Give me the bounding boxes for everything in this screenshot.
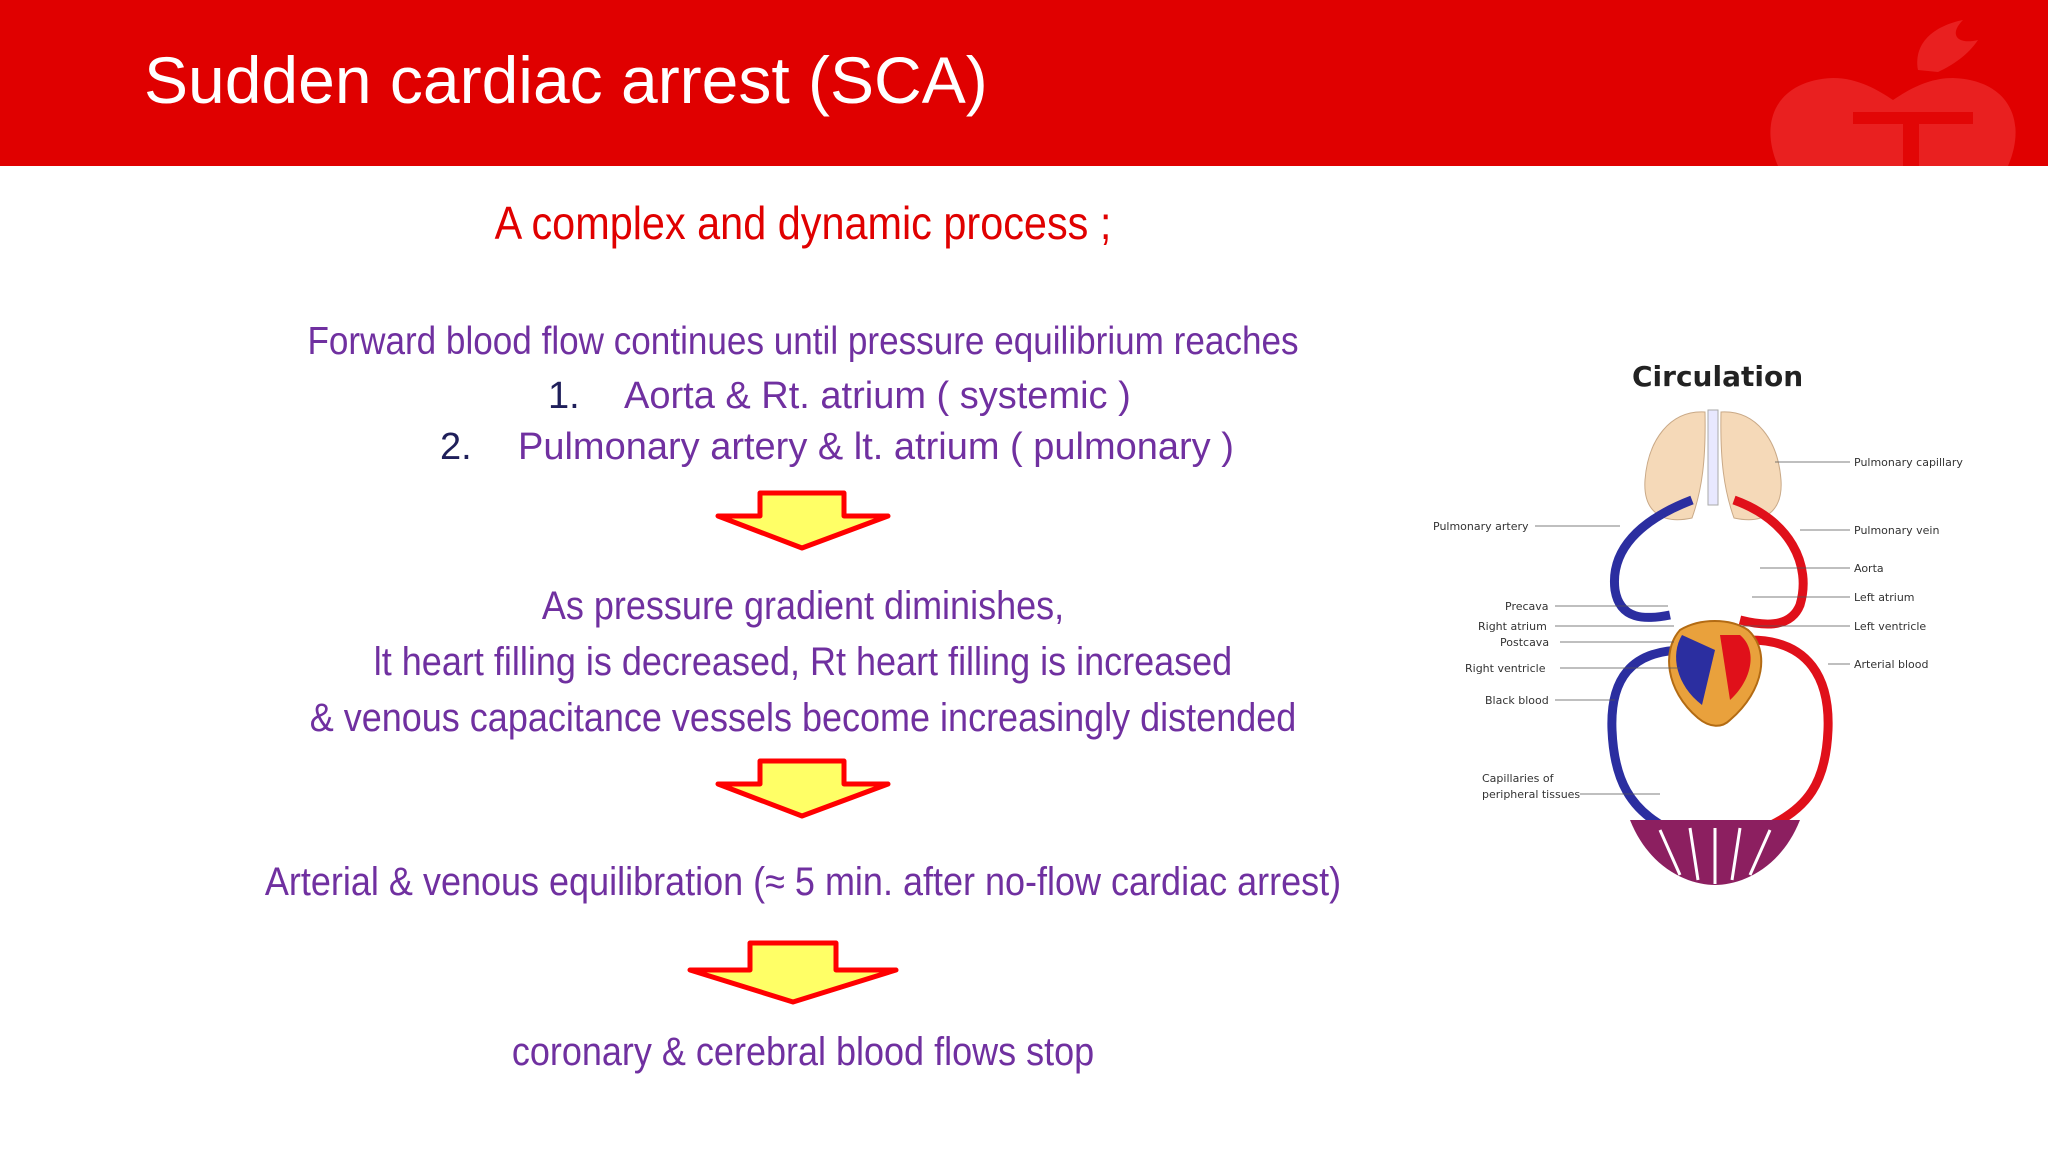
label-pulmonary-vein: Pulmonary vein: [1854, 524, 1939, 537]
pulmonary-artery-vessel: [1609, 495, 1694, 622]
label-aorta: Aorta: [1854, 562, 1884, 575]
down-arrow-icon: [715, 758, 891, 819]
postcava-vessel: [1607, 645, 1686, 835]
circulation-diagram: Pulmonary artery Precava Right atrium Po…: [1433, 409, 1963, 885]
title-banner: Sudden cardiac arrest (SCA): [0, 0, 2048, 166]
label-pulmonary-artery: Pulmonary artery: [1433, 520, 1529, 533]
left-heart-icon: [1720, 635, 1751, 700]
list-number: 2.: [440, 426, 472, 468]
label-arterial-blood: Arterial blood: [1854, 658, 1928, 671]
right-heart-icon: [1676, 635, 1715, 705]
label-precava: Precava: [1505, 600, 1549, 613]
label-right-atrium: Right atrium: [1478, 620, 1547, 633]
pulmonary-vein-vessel: [1732, 495, 1808, 629]
heart-torch-logo-icon: [1770, 20, 2016, 166]
label-pulmonary-capillary: Pulmonary capillary: [1854, 456, 1963, 469]
gradient-line: lt heart filling is decreased, Rt heart …: [373, 640, 1233, 684]
label-black-blood: Black blood: [1485, 694, 1549, 707]
gradient-text-block: As pressure gradient diminishes, lt hear…: [80, 578, 1525, 746]
label-peripheral-tissues: peripheral tissues: [1482, 788, 1580, 801]
diagram-title: Circulation: [1632, 360, 1804, 393]
forward-flow-text: Forward blood flow continues until press…: [307, 320, 1299, 363]
down-arrow-icon: [715, 490, 891, 551]
label-right-ventricle: Right ventricle: [1465, 662, 1546, 675]
label-postcava: Postcava: [1500, 636, 1549, 649]
list-item-systemic: Aorta & Rt. atrium ( systemic ): [624, 375, 1131, 417]
slide-subtitle: A complex and dynamic process ;: [494, 197, 1112, 249]
equilibration-text: Arterial & venous equilibration (≈ 5 min…: [264, 860, 1342, 904]
list-number: 1.: [548, 375, 580, 417]
label-left-atrium: Left atrium: [1854, 591, 1915, 604]
down-arrow-icon: [687, 940, 899, 1005]
right-lung-icon: [1720, 411, 1782, 521]
gradient-line: & venous capacitance vessels become incr…: [309, 696, 1297, 740]
slide-title: Sudden cardiac arrest (SCA): [144, 43, 988, 117]
final-text: coronary & cerebral blood flows stop: [511, 1030, 1095, 1074]
gradient-line: As pressure gradient diminishes,: [541, 584, 1065, 628]
trachea-icon: [1707, 409, 1719, 506]
aorta-vessel: [1749, 635, 1833, 835]
label-left-ventricle: Left ventricle: [1854, 620, 1926, 633]
list-item-pulmonary: Pulmonary artery & lt. atrium ( pulmonar…: [518, 426, 1234, 468]
label-capillaries: Capillaries of: [1482, 772, 1555, 785]
